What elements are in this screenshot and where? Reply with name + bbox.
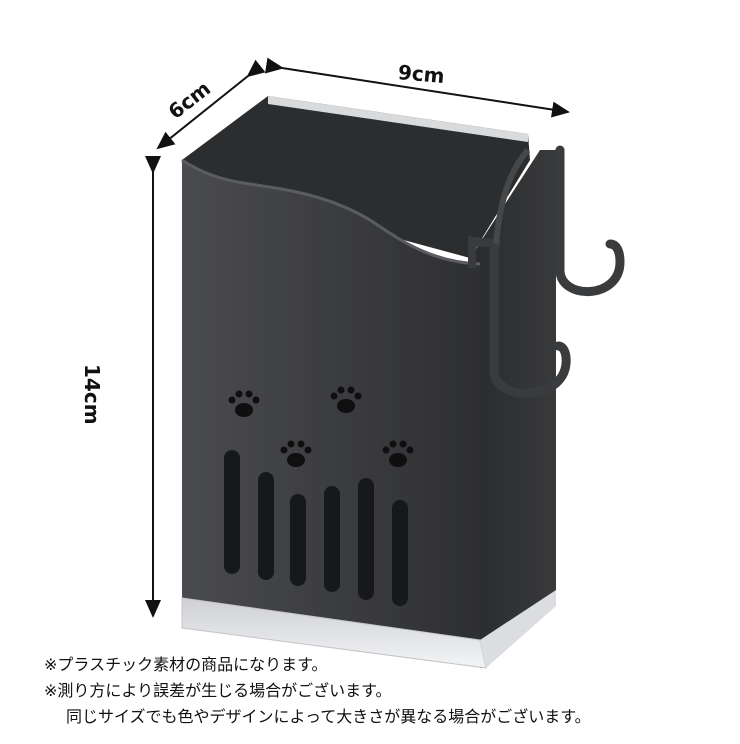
- width-label: 9cm: [397, 60, 446, 88]
- tolerance-note: ※測り方により誤差が生じる場合がございます。: [44, 681, 392, 700]
- drainage-slot: [258, 472, 274, 580]
- product-notes: ※プラスチック素材の商品になります。 ※測り方により誤差が生じる場合がございます…: [44, 652, 734, 730]
- drainage-slot: [290, 494, 306, 586]
- paw-print-icon: [330, 386, 362, 413]
- paw-print-icon: [280, 440, 312, 467]
- height-label: 14cm: [80, 364, 104, 425]
- size-variation-note: 同じサイズでも色やデザインによって大きさが異なる場合がございます。: [66, 707, 591, 726]
- drainage-slot: [324, 486, 340, 592]
- drainage-slots: [224, 450, 408, 606]
- drainage-slot: [224, 450, 240, 574]
- hook-back-arm: [493, 147, 531, 245]
- lower-hook: [489, 245, 571, 398]
- material-note: ※プラスチック素材の商品になります。: [44, 655, 328, 674]
- container-base-side: [480, 590, 556, 668]
- drainage-slot: [358, 478, 374, 600]
- depth-arrow: [156, 59, 266, 150]
- hook-mount-bracket: [468, 236, 500, 268]
- container-back-wall: [182, 96, 530, 258]
- upper-hook: [555, 145, 625, 296]
- paw-print-icon: [228, 390, 260, 417]
- container-rim: [268, 96, 528, 142]
- paw-print-icon: [382, 440, 414, 467]
- drainage-slot: [392, 500, 408, 606]
- width-arrow: [264, 57, 570, 118]
- front-edge-highlight: [181, 158, 481, 266]
